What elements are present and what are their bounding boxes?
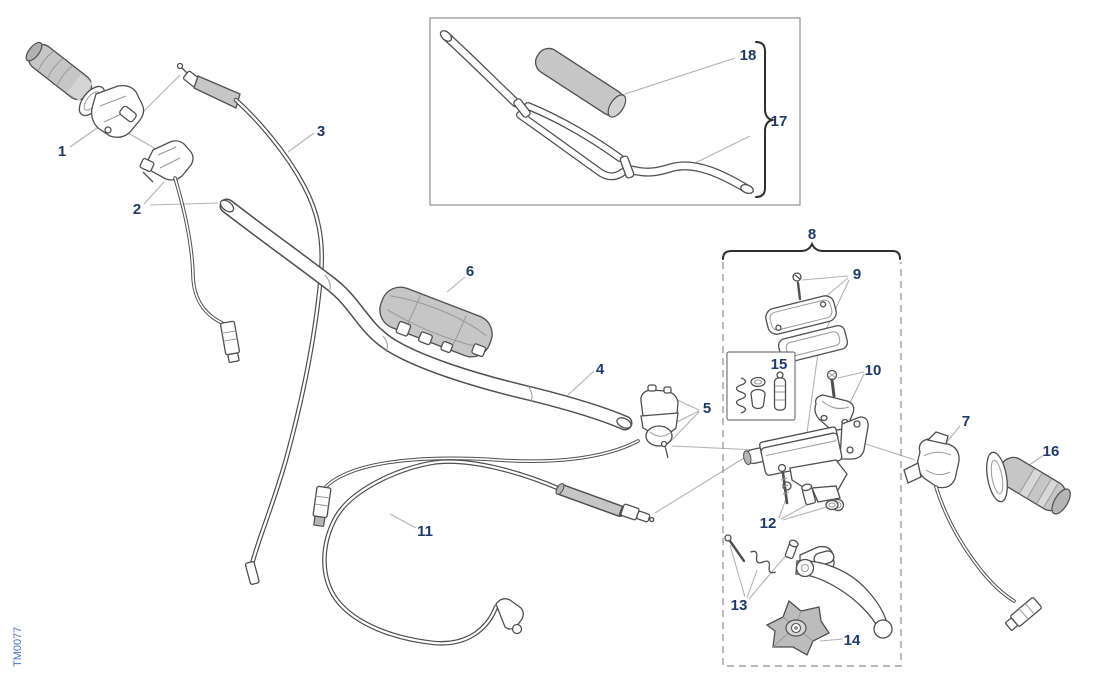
inset-handlebar-part-17 <box>439 30 754 195</box>
inset-box <box>429 17 801 206</box>
drawing-code-watermark: TM0077 <box>12 627 24 667</box>
part-label-3: 3 <box>317 123 325 140</box>
part-label-2: 2 <box>133 201 141 218</box>
part-label-16: 16 <box>1043 443 1060 460</box>
group-8-assembly-box <box>722 241 902 667</box>
part-17-brace <box>755 41 776 198</box>
part-label-8: 8 <box>808 226 816 243</box>
kill-switch-part-7 <box>903 431 1042 631</box>
part-label-13: 13 <box>731 597 748 614</box>
part-label-10: 10 <box>865 362 882 379</box>
connector <box>1004 597 1042 631</box>
adjuster-knob-part-14 <box>765 599 830 656</box>
switch-part-2 <box>139 140 241 363</box>
inset-box-border <box>429 17 801 206</box>
part-label-4: 4 <box>596 361 605 378</box>
throttle-cable-part-3 <box>176 62 325 585</box>
part-label-1: 1 <box>58 143 66 160</box>
part-label-18: 18 <box>740 47 757 64</box>
reservoir-cap-part-9 <box>765 272 849 364</box>
part-label-6: 6 <box>466 263 474 280</box>
part-label-12: 12 <box>760 515 777 532</box>
connector <box>219 320 241 363</box>
clutch-cable-part-11 <box>322 459 655 646</box>
part-label-17: 17 <box>771 113 788 130</box>
part-label-11: 11 <box>417 523 433 540</box>
switch-part-5 <box>312 384 679 527</box>
part-label-9: 9 <box>853 266 861 283</box>
crossbar-pad-part-18 <box>534 47 627 118</box>
part-8-brace <box>722 241 901 260</box>
part-label-15: 15 <box>771 356 788 373</box>
clutch-lever <box>795 545 893 639</box>
lever-hardware-part-13 <box>724 534 799 574</box>
handlebar-part-4 <box>219 198 633 431</box>
part-label-5: 5 <box>703 400 711 417</box>
part-label-14: 14 <box>844 632 861 649</box>
piston-kit-part-15 <box>726 351 796 421</box>
connector <box>312 485 332 527</box>
grip-part-16 <box>986 451 1071 515</box>
part-label-7: 7 <box>962 413 970 430</box>
throttle-grip-part-1 <box>25 41 145 138</box>
handlebar-pad-part-6 <box>379 286 493 358</box>
mounting-bolts-part-12 <box>777 463 839 511</box>
part-labels: 1 2 3 4 5 6 7 8 9 10 11 12 13 14 15 16 1… <box>58 47 1060 649</box>
